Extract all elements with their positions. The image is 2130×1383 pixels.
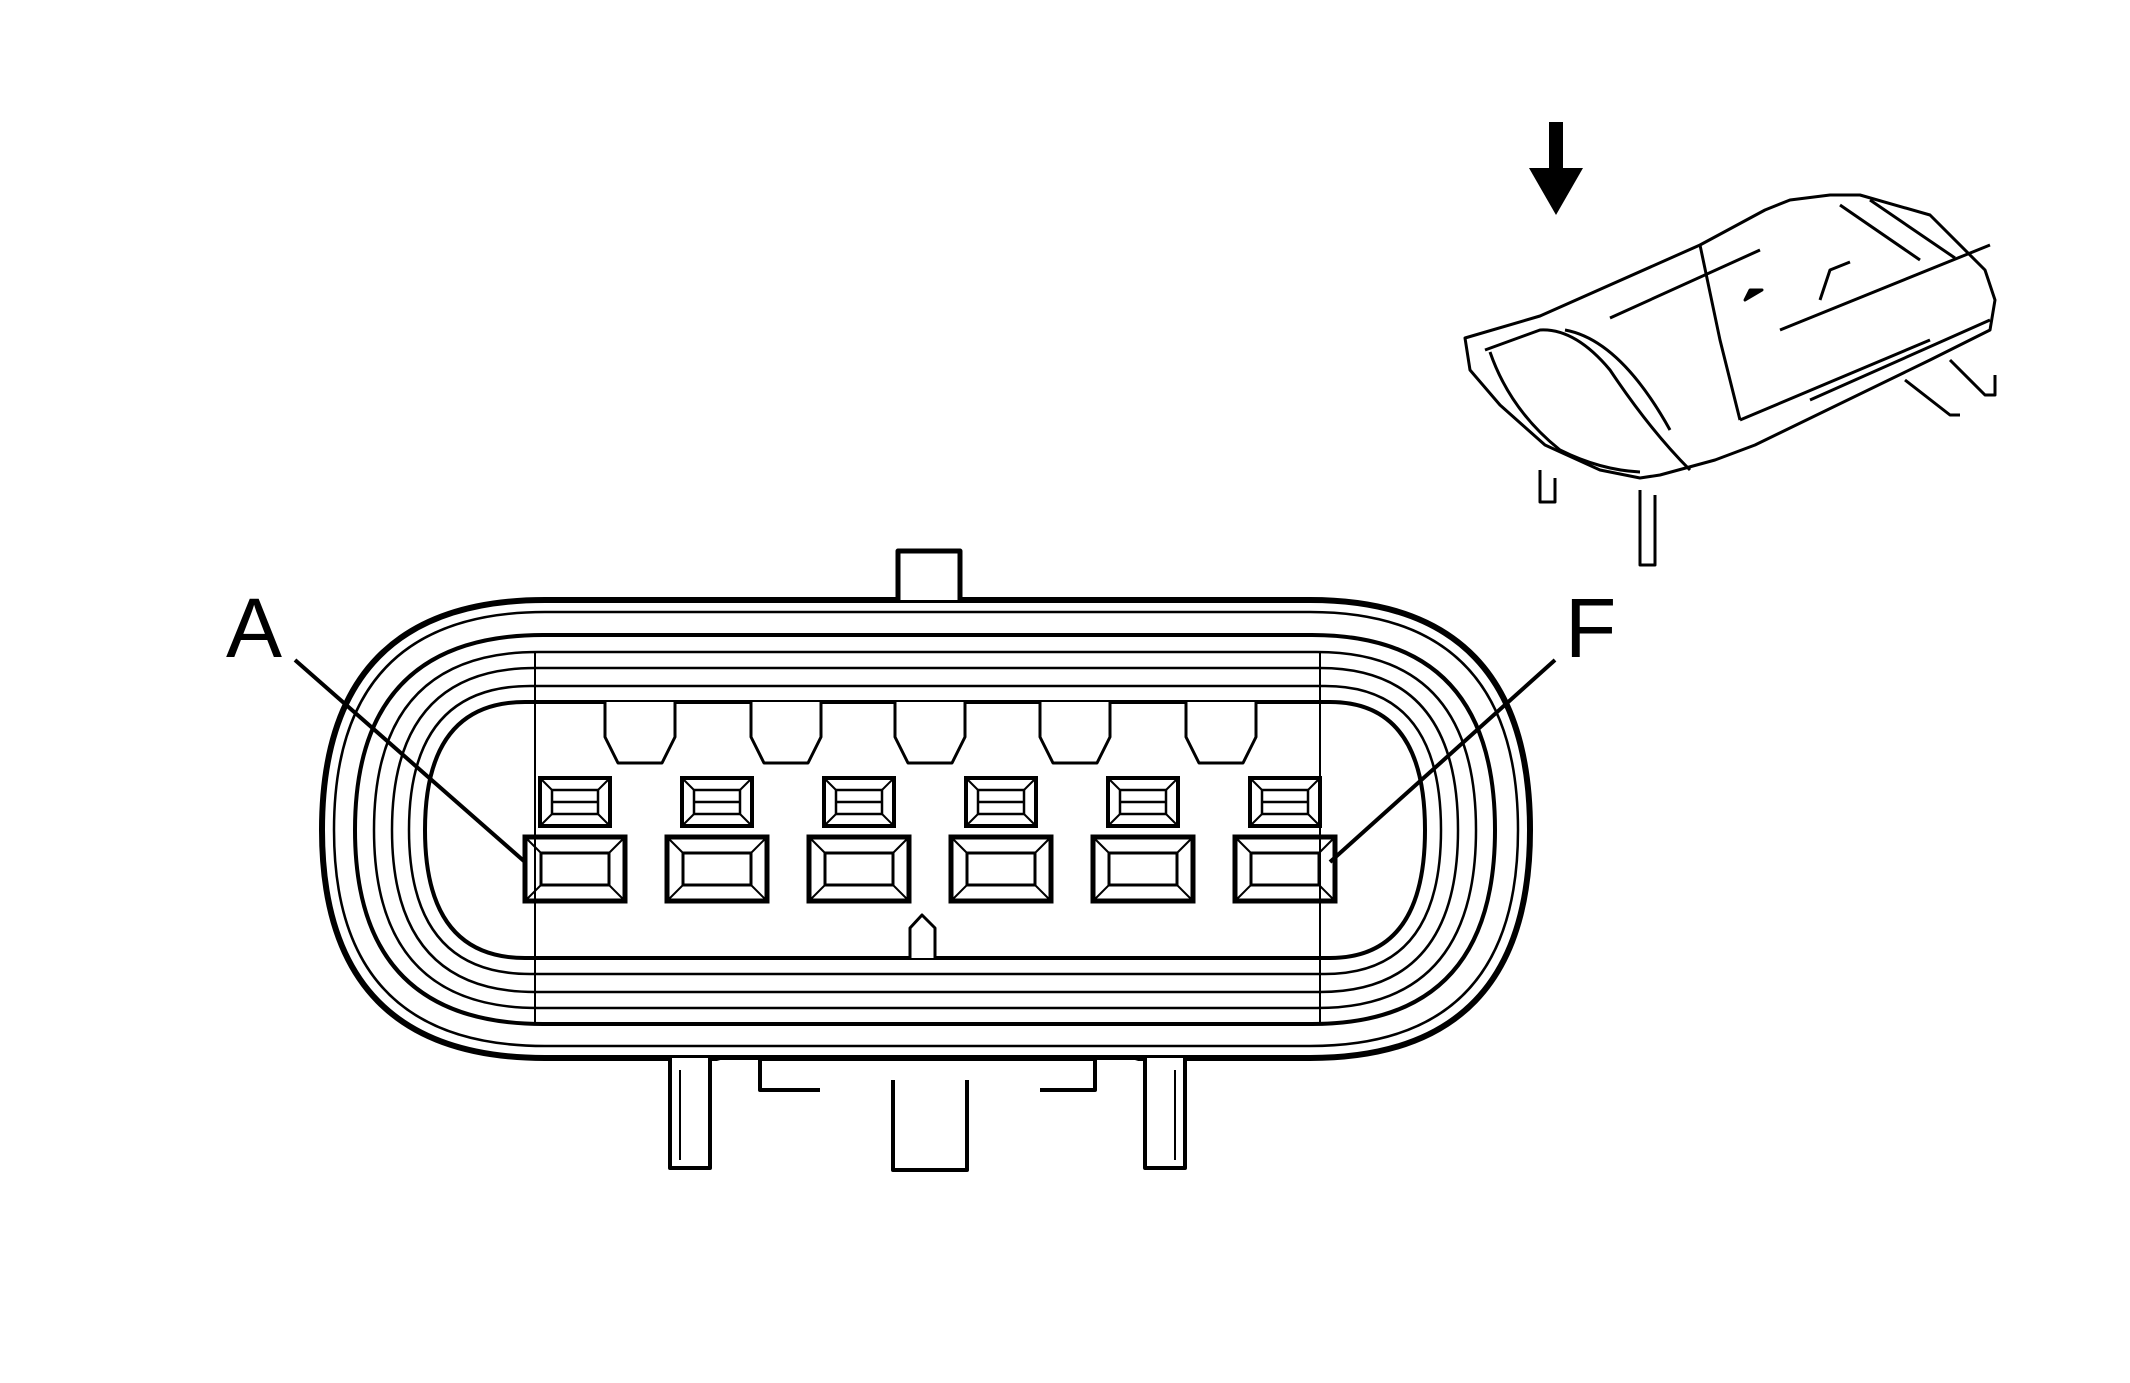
pin-label-f: F: [1565, 581, 1617, 675]
pin-cavity-f: [1232, 776, 1338, 904]
pin-cavity-e: [1090, 776, 1196, 904]
down-arrow-icon: [1529, 122, 1583, 215]
pin-cavities: [522, 776, 1338, 904]
pin-cavity-d: [948, 776, 1054, 904]
leader-line-f: [1328, 658, 1557, 864]
connector-3d-view: [1463, 193, 1997, 567]
pin-cavity-b: [664, 776, 770, 904]
connector-face-view: [319, 548, 1533, 1172]
pin-cavity-c: [806, 776, 912, 904]
pin-cavity-a: [522, 776, 628, 904]
mounting-feet: [668, 1056, 1187, 1172]
keying-notches: [603, 702, 1258, 765]
pin-label-a: A: [226, 581, 283, 675]
leader-line-a: [293, 658, 527, 864]
